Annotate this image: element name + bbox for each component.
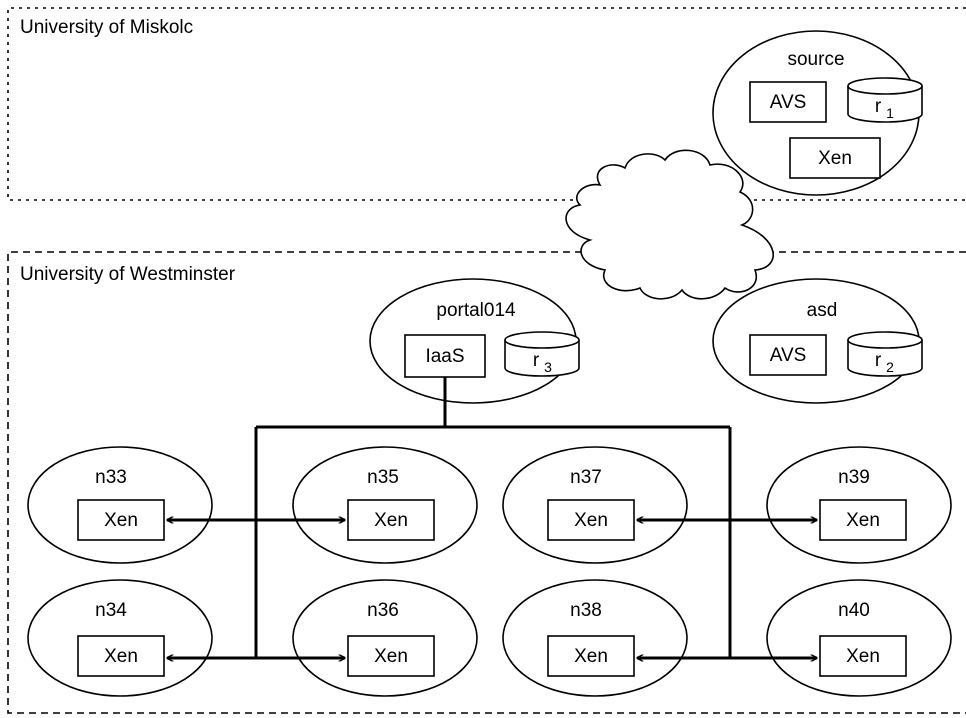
node-n39-name: n39 — [838, 467, 870, 488]
portal-repo-letter: r — [533, 350, 540, 371]
asd-avs-label: AVS — [770, 345, 807, 366]
asd-repo-letter: r — [875, 350, 882, 371]
host-portal014: portal014 IaaS r 3 — [369, 278, 580, 404]
node-n37-name: n37 — [570, 467, 602, 488]
node-n34-xen-box — [77, 635, 165, 677]
node-n33-name: n33 — [95, 467, 127, 488]
source-repo-index: 1 — [886, 105, 894, 121]
portal-repo-index: 3 — [544, 359, 552, 375]
node-n33: n33 Xen — [27, 446, 213, 564]
node-n38-xen-box — [547, 635, 635, 677]
node-n35-name: n35 — [367, 467, 399, 488]
host-source-name: source — [787, 49, 844, 70]
node-n35: n35 Xen — [292, 446, 478, 564]
source-repo-letter: r — [875, 96, 882, 117]
region-label-westminster: University of Westminster — [20, 264, 236, 285]
node-n34-xen-label: Xen — [104, 646, 138, 667]
node-n38: n38 Xen — [502, 579, 688, 697]
source-repository-icon: r 1 — [847, 77, 923, 123]
node-n38-name: n38 — [570, 600, 602, 621]
host-portal014-name: portal014 — [436, 300, 516, 321]
source-xen-label: Xen — [818, 148, 852, 169]
cloud-icon — [565, 149, 774, 300]
asd-repository-icon: r 2 — [847, 331, 923, 377]
node-n36: n36 Xen — [292, 579, 478, 697]
node-n39-xen-box — [819, 499, 907, 541]
migration-arrows — [167, 520, 817, 658]
region-westminster-border — [7, 251, 966, 714]
node-n36-xen-box — [347, 635, 435, 677]
host-asd-name: asd — [807, 300, 838, 321]
node-n40-name: n40 — [838, 600, 870, 621]
node-n36-xen-label: Xen — [374, 646, 408, 667]
asd-repo-index: 2 — [886, 359, 894, 375]
node-n33-xen-label: Xen — [104, 510, 138, 531]
node-n34: n34 Xen — [27, 579, 213, 697]
node-n39-xen-label: Xen — [846, 510, 880, 531]
node-n35-xen-label: Xen — [374, 510, 408, 531]
source-xen-box — [789, 137, 881, 179]
node-n40-xen-label: Xen — [846, 646, 880, 667]
node-n39: n39 Xen — [766, 446, 952, 564]
compute-nodes: n33 Xen n35 Xen n37 Xen n39 Xen n34 Xen — [27, 446, 952, 697]
portal-repository-icon: r 3 — [504, 331, 580, 377]
asd-avs-box — [749, 334, 827, 376]
source-avs-box — [749, 81, 827, 123]
source-avs-label: AVS — [770, 92, 807, 113]
node-n40: n40 Xen — [766, 579, 952, 697]
host-source: source AVS r 1 Xen — [712, 30, 923, 196]
portal-iaas-label: IaaS — [425, 346, 464, 367]
region-label-miskolc: University of Miskolc — [20, 17, 194, 38]
node-n37: n37 Xen — [502, 446, 688, 564]
node-n33-xen-box — [77, 499, 165, 541]
node-n38-xen-label: Xen — [574, 646, 608, 667]
node-n37-xen-label: Xen — [574, 510, 608, 531]
node-n37-xen-box — [547, 499, 635, 541]
node-n34-name: n34 — [95, 600, 127, 621]
host-asd: asd AVS r 2 — [712, 278, 923, 404]
node-n40-xen-box — [819, 635, 907, 677]
node-n35-xen-box — [347, 499, 435, 541]
node-n36-name: n36 — [367, 600, 399, 621]
network-bus — [254, 377, 732, 658]
